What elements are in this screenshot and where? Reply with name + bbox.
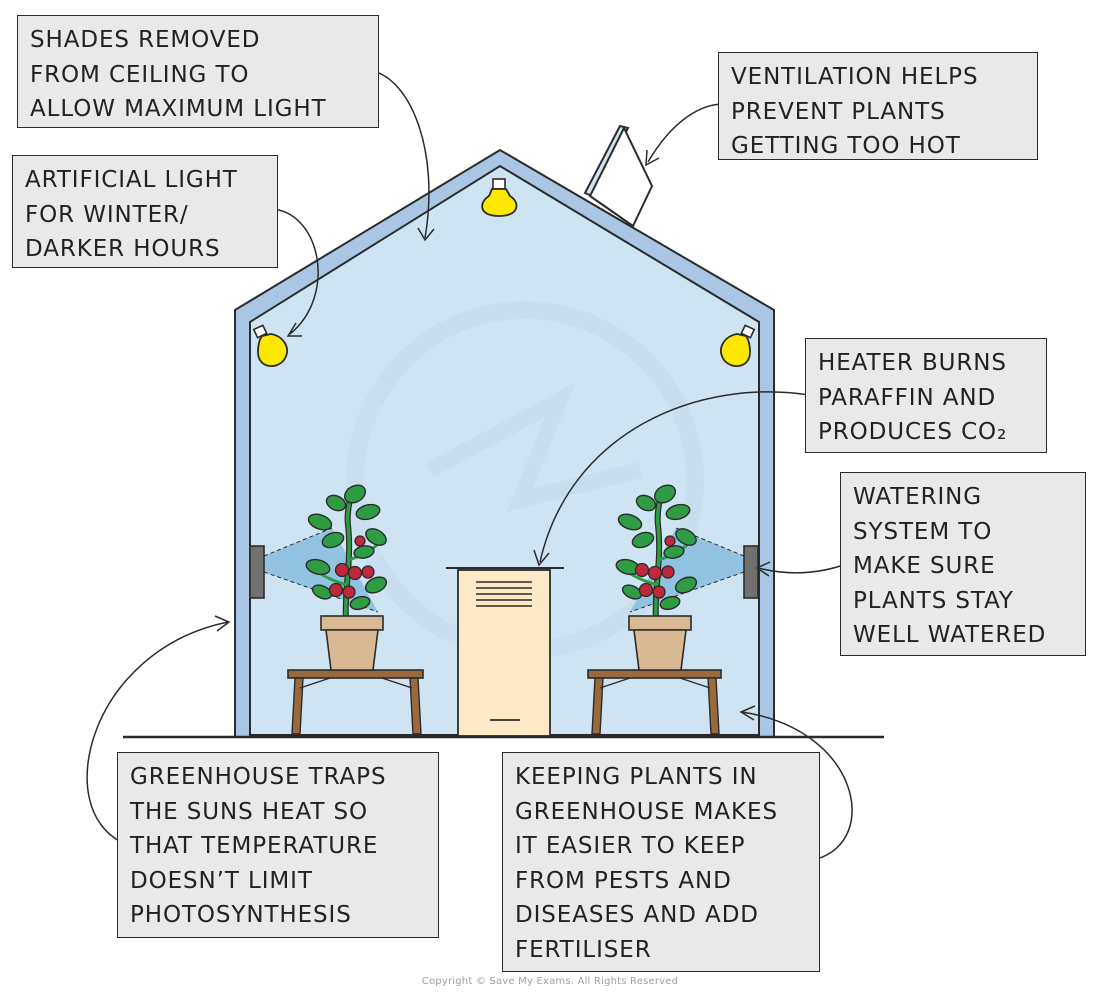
ventilation-flap — [583, 124, 654, 228]
lightbulb-icon — [720, 324, 756, 367]
lightbulb-icon — [252, 324, 288, 367]
plant-pot-left — [320, 615, 384, 671]
tomato-plant-right — [615, 484, 698, 621]
lightbulb-icon — [481, 178, 518, 217]
table-right — [587, 669, 722, 735]
label-shades-removed: SHADES REMOVED FROM CEILING TO ALLOW MAX… — [17, 15, 379, 128]
label-traps-heat: GREENHOUSE TRAPS THE SUNS HEAT SO THAT T… — [117, 752, 439, 938]
copyright-notice: Copyright © Save My Exams. All Rights Re… — [421, 976, 679, 987]
table-left — [287, 669, 424, 735]
paraffin-heater — [446, 567, 564, 737]
label-watering-system: WATERING SYSTEM TO MAKE SURE PLANTS STAY… — [840, 472, 1086, 656]
tomato-plant-left — [305, 484, 388, 621]
plant-pot-right — [628, 615, 692, 671]
label-pests-diseases: KEEPING PLANTS IN GREENHOUSE MAKES IT EA… — [502, 752, 820, 972]
label-artificial-light: ARTIFICIAL LIGHT FOR WINTER/ DARKER HOUR… — [12, 155, 278, 268]
label-heater: HEATER BURNS PARAFFIN AND PRODUCES CO₂ — [805, 338, 1047, 453]
label-ventilation: VENTILATION HELPS PREVENT PLANTS GETTING… — [718, 52, 1038, 160]
greenhouse-frame — [234, 148, 775, 738]
